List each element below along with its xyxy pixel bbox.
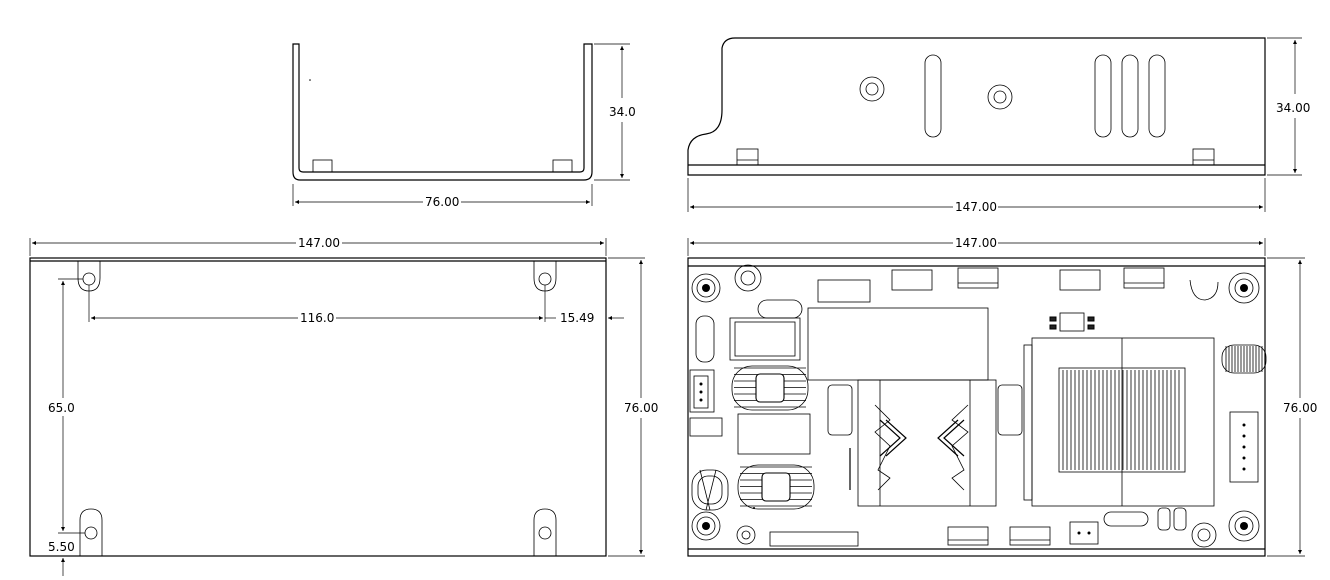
pcb-right-components <box>1221 344 1267 483</box>
pcb-top-connectors <box>817 267 1165 303</box>
side-foot-right <box>1192 148 1215 166</box>
side-hole-2-outer <box>987 84 1013 110</box>
toroid-coil-2 <box>737 464 815 510</box>
bottom-hole-offset-x-dim: 15.49 <box>560 311 594 325</box>
bottom-outline <box>29 257 607 557</box>
bottom-hole-offset-y-dim: 5.50 <box>48 540 75 554</box>
front-foot-left <box>312 159 333 173</box>
bottom-width-dim: 76.00 <box>624 401 658 415</box>
toroid-coil-1 <box>731 365 809 411</box>
bottom-hole-spacing-y-dim: 65.0 <box>48 401 75 415</box>
top-view-pcb: 147.00 76.00 <box>687 236 1317 557</box>
bottom-hole-bottom-right <box>538 526 552 540</box>
channel-outline <box>292 43 593 181</box>
bottom-tab-bottom-right <box>533 508 557 556</box>
side-hole-1-outer <box>859 76 885 102</box>
pcb-left-components <box>689 299 811 511</box>
side-vent-slot-4 <box>1148 54 1166 138</box>
pcb-width-dim: 76.00 <box>1283 401 1317 415</box>
bottom-hole-top-left <box>82 272 96 286</box>
side-foot-left <box>736 148 759 166</box>
side-length-dim: 147.00 <box>955 200 997 214</box>
pcb-bottom-components <box>769 507 1187 547</box>
front-foot-right <box>552 159 573 173</box>
bottom-hole-spacing-dim: 116.0 <box>300 311 334 325</box>
bottom-length-dim: 147.00 <box>298 236 340 250</box>
bottom-hole-bottom-left <box>84 526 98 540</box>
front-view: 34.0 76.00 <box>292 43 636 209</box>
side-hole-1-inner <box>865 82 879 96</box>
side-view: 34.00 147.00 <box>687 37 1310 214</box>
front-height-dim: 34.0 <box>609 105 636 119</box>
pcb-outline <box>687 257 1266 557</box>
side-vent-slot-3 <box>1121 54 1139 138</box>
bottom-hole-top-right <box>538 272 552 286</box>
side-outline <box>687 37 1266 176</box>
pcb-toroids <box>731 365 815 510</box>
bottom-tab-bottom-left <box>79 508 103 556</box>
pcb-length-dim: 147.00 <box>955 236 997 250</box>
pcb-small-ic <box>1049 312 1095 332</box>
side-vent-slot-2 <box>1094 54 1112 138</box>
front-width-dim: 76.00 <box>425 195 459 209</box>
front-dot <box>309 79 311 81</box>
bottom-view: 147.00 116.0 15.49 65.0 5.50 76.00 <box>29 236 658 576</box>
side-vent-slot-1 <box>924 54 942 138</box>
side-height-dim: 34.00 <box>1276 101 1310 115</box>
pcb-mount-holes <box>691 264 1260 548</box>
side-hole-2-inner <box>993 90 1007 104</box>
pcb-transformer <box>1023 337 1215 507</box>
pcb-center-heatsink <box>753 307 1023 509</box>
